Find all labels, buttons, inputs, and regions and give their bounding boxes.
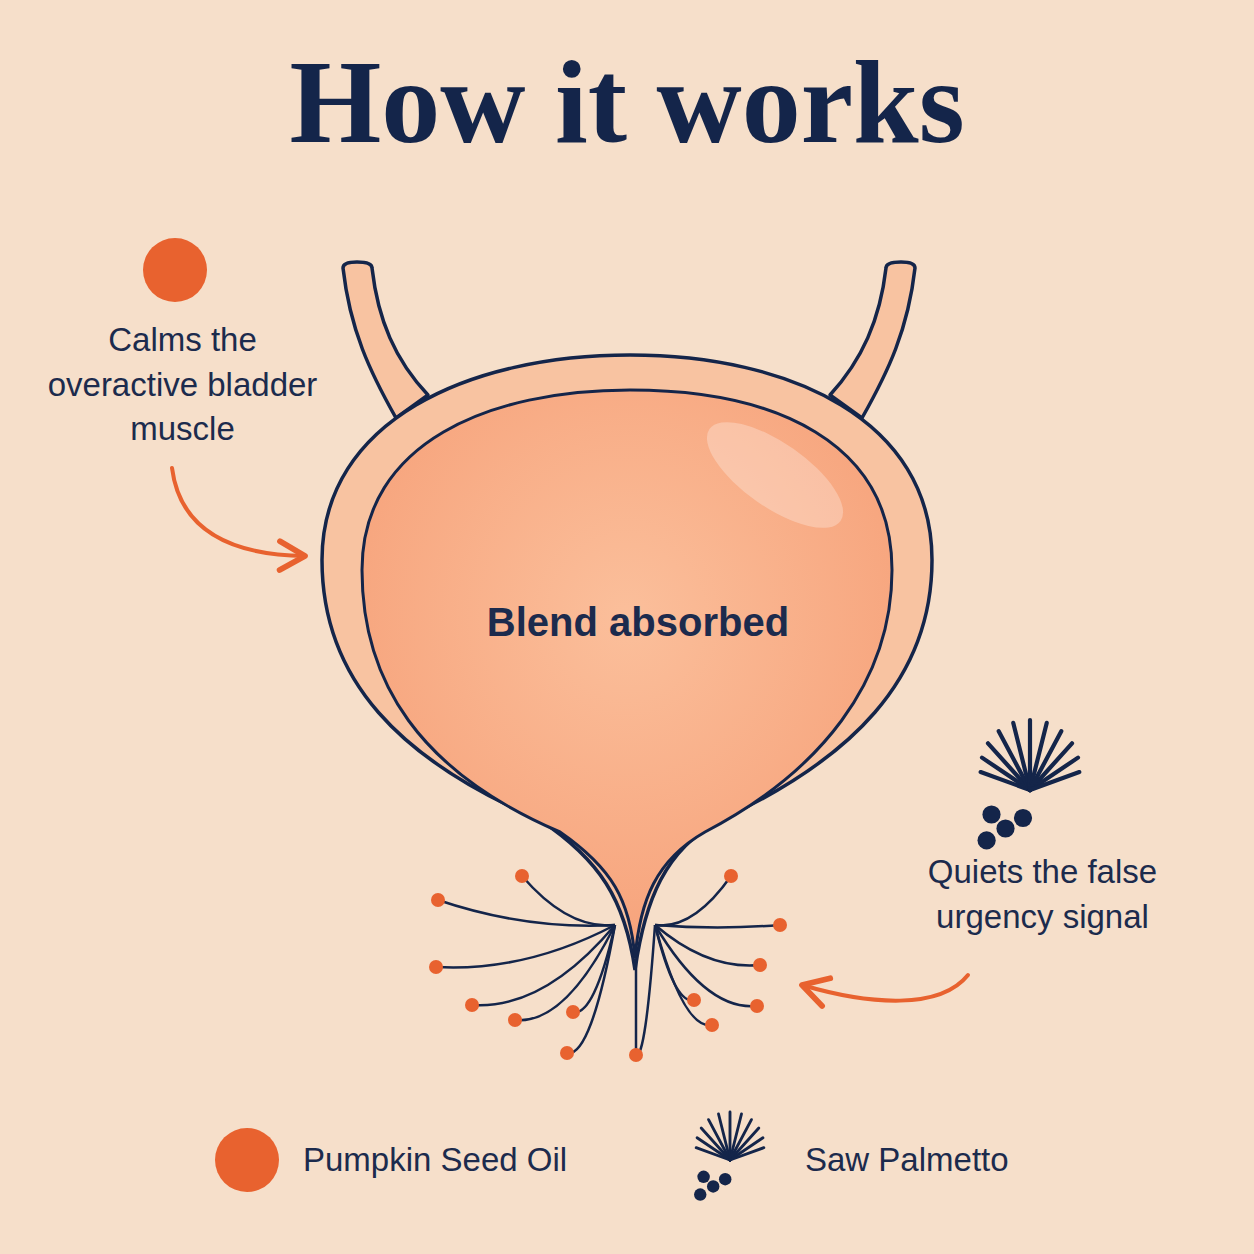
palm-leaf — [999, 731, 1030, 790]
saw-palmetto-icon — [694, 1112, 764, 1201]
nerve-line — [573, 925, 615, 1012]
leader-arrow — [802, 975, 968, 1001]
nerve-branches — [429, 869, 787, 1062]
palm-berry — [697, 1171, 709, 1183]
nerve-dot — [750, 999, 764, 1013]
nerve-dot — [431, 893, 445, 907]
nerve-dot — [429, 960, 443, 974]
legend-label: Saw Palmetto — [805, 1140, 1009, 1180]
nerve-line — [655, 925, 760, 966]
nerve-dot — [465, 998, 479, 1012]
saw-palmetto-icon — [978, 720, 1080, 850]
nerve-dot — [515, 869, 529, 883]
nerve-dot — [566, 1005, 580, 1019]
nerve-line — [655, 925, 757, 1006]
node-text: Blend absorbed — [487, 600, 789, 645]
palm-berry — [996, 819, 1014, 837]
nerve-line — [655, 876, 731, 925]
palm-leaf — [719, 1114, 730, 1160]
highlight — [691, 403, 859, 547]
bladder-lumen — [362, 390, 892, 958]
palm-berry — [694, 1188, 706, 1200]
palm-berry — [719, 1173, 731, 1185]
nerve-dot — [724, 869, 738, 883]
nerve-dot — [753, 958, 767, 972]
legend-swatch — [215, 1128, 279, 1192]
nerve-dot — [687, 993, 701, 1007]
nerve-dot — [508, 1013, 522, 1027]
bladder-wall — [322, 355, 932, 970]
pumpkin-dot — [143, 238, 207, 302]
nerve-dot — [705, 1018, 719, 1032]
palm-leaf — [730, 1138, 763, 1160]
palm-leaf — [1013, 723, 1030, 790]
palm-berry — [1014, 809, 1032, 827]
nerve-line — [436, 925, 615, 967]
callout-label: Calms the overactive bladder muscle — [40, 318, 325, 452]
nerve-line — [515, 925, 615, 1020]
nerve-line — [635, 960, 638, 1055]
ureter-right — [830, 262, 915, 418]
legend-label: Pumpkin Seed Oil — [303, 1140, 567, 1180]
palm-leaf — [1030, 772, 1079, 790]
bladder-shape — [300, 330, 960, 990]
nerve-line — [567, 925, 615, 1053]
nerve-line — [522, 876, 615, 925]
nerve-dot — [773, 918, 787, 932]
palm-berry — [707, 1180, 719, 1192]
callout-label: Quiets the false urgency signal — [920, 850, 1165, 939]
palm-berry — [978, 831, 996, 849]
palm-berry — [982, 805, 1000, 823]
nerve-line — [655, 925, 780, 928]
nerve-line — [655, 925, 712, 1025]
ureter-left — [343, 262, 428, 418]
palm-leaf — [730, 1148, 764, 1160]
title: How it works — [0, 38, 1254, 168]
nerve-dot — [629, 1048, 643, 1062]
leader-arrow — [172, 468, 305, 556]
nerve-dot — [560, 1046, 574, 1060]
palm-leaf — [709, 1120, 730, 1160]
bladder-organ: Blend absorbed — [300, 330, 960, 990]
